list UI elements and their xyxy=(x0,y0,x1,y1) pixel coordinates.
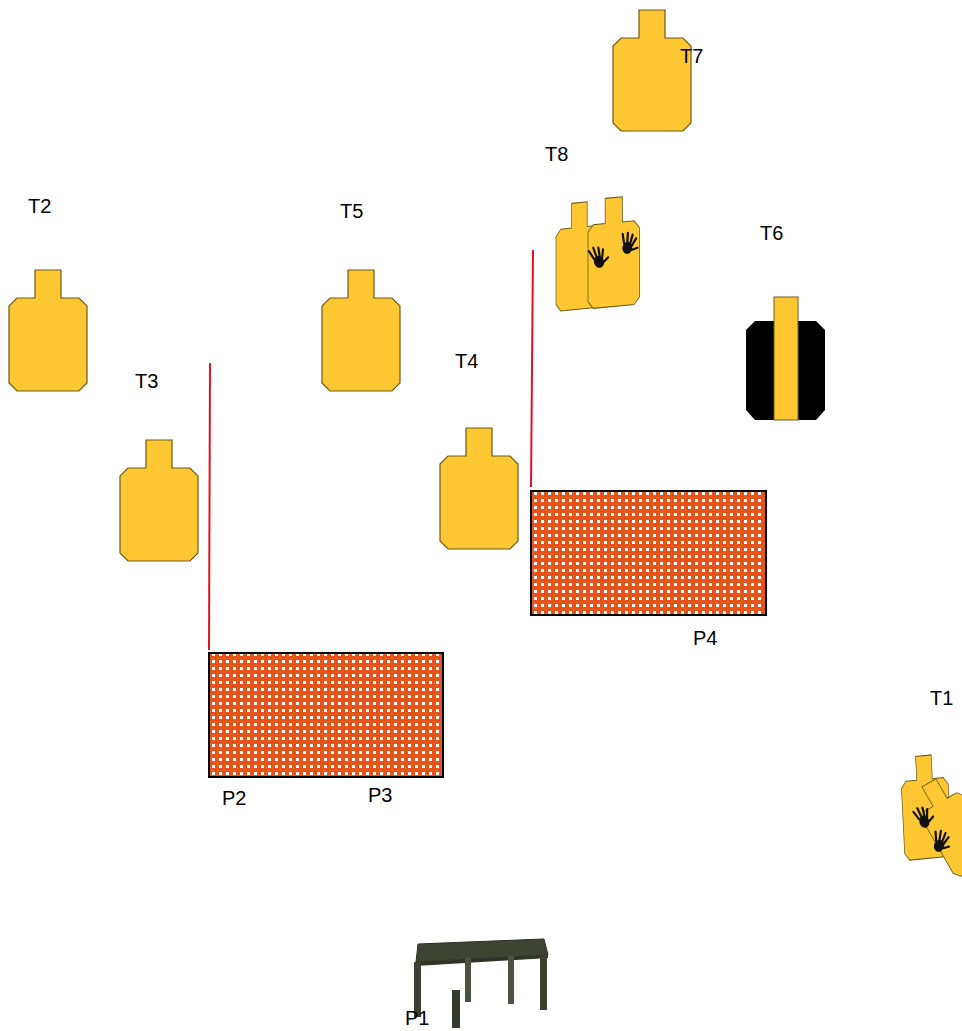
stage-label: P4 xyxy=(693,627,717,649)
port-barrier xyxy=(531,491,766,615)
covered-target xyxy=(746,297,825,420)
stage-label: T7 xyxy=(680,45,703,67)
port-barrier xyxy=(209,653,443,777)
target xyxy=(9,270,87,391)
stage-label: P1 xyxy=(405,1007,429,1029)
table xyxy=(414,939,548,1028)
target-pair xyxy=(900,753,962,878)
stage-label: T3 xyxy=(135,370,158,392)
stage-label: T1 xyxy=(930,687,953,709)
target xyxy=(440,428,518,549)
stage-label: T6 xyxy=(760,222,783,244)
stage-label: T2 xyxy=(28,195,51,217)
wall xyxy=(531,250,533,487)
stage-label: P2 xyxy=(222,787,246,809)
target-pair xyxy=(556,195,640,311)
stage-label: P3 xyxy=(368,784,392,806)
stage-label: T5 xyxy=(340,200,363,222)
target xyxy=(322,270,400,391)
wall xyxy=(209,363,210,650)
target xyxy=(120,440,198,561)
target xyxy=(613,10,691,131)
stage-label: T4 xyxy=(455,350,478,372)
stage-label: T8 xyxy=(545,143,568,165)
